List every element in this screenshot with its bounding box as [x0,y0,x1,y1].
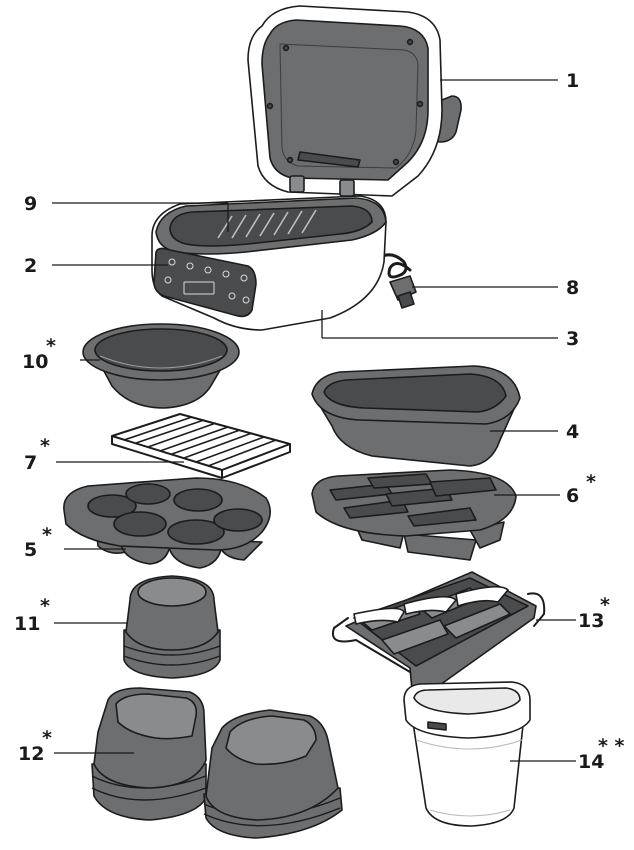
appliance-lid [248,6,461,196]
callout-3: 3 [566,328,579,350]
callout-9: 9 [24,193,37,215]
callout-12: 12 [18,743,44,765]
callout-4: 4 [566,421,579,443]
callout-5: 5 [24,539,37,561]
callout-7-star: * [40,435,50,457]
callout-12-star: * [42,727,52,749]
part-13-bread-pan [333,572,544,692]
part-7-wire-rack [112,414,290,478]
callout-10: 10 [22,351,48,373]
callout-1: 1 [566,70,579,92]
callout-10-star: * [46,335,56,357]
callout-6: 6 [566,485,579,507]
callout-14-star: * * [598,735,625,757]
callout-11: 11 [14,613,40,635]
part-4-square-pan [312,366,520,466]
part-6-bar-tray [312,470,516,560]
callout-11-star: * [40,595,50,617]
callout-8: 8 [566,277,579,299]
part-5-muffin-tray [64,478,270,568]
callout-7: 7 [24,452,37,474]
callout-5-star: * [42,524,52,546]
callout-6-star: * [586,471,596,493]
part-10-round-dish [83,324,239,408]
callout-13-star: * [600,594,610,616]
part-12-square-moulds [92,688,342,838]
part-14-yogurt-pot [404,682,530,826]
appliance-base [152,196,416,330]
part-11-round-moulds [124,576,220,678]
callout-2: 2 [24,255,37,277]
